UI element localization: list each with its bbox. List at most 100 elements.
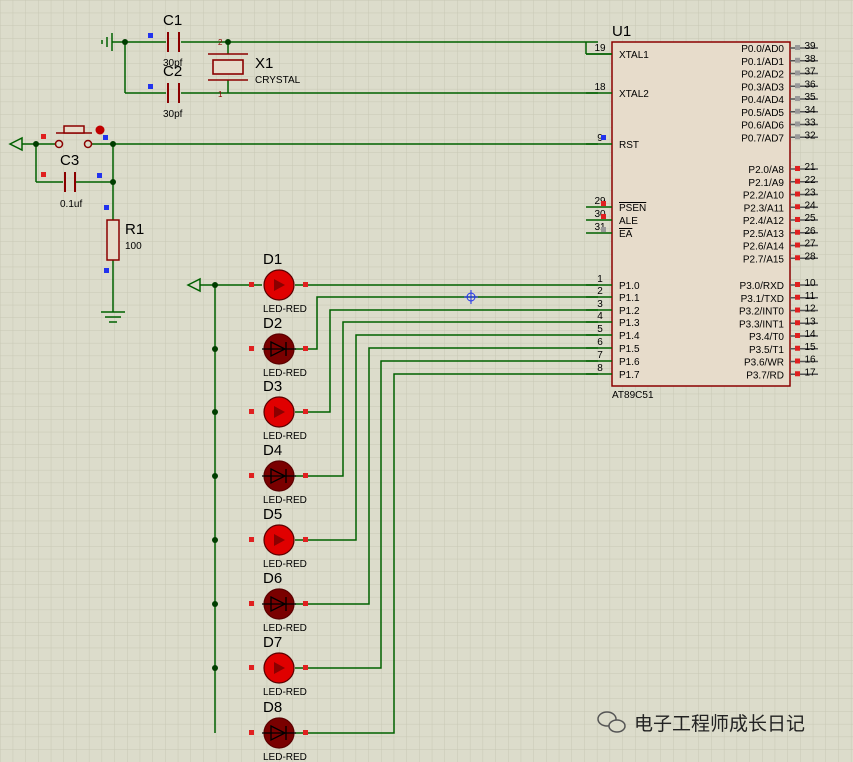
- pin-number: 11: [805, 291, 816, 302]
- pin-number: 38: [804, 54, 816, 65]
- c1-value: 30pf: [163, 58, 183, 69]
- pin-number: 34: [804, 105, 816, 116]
- pin-name: P2.2/A10: [743, 191, 785, 202]
- c1-label: C1: [163, 12, 182, 29]
- pin-number: 6: [597, 337, 603, 348]
- pin-markers: [41, 33, 153, 273]
- chip-pin-left: 1P1.0: [586, 274, 640, 292]
- reset-button[interactable]: [54, 125, 93, 149]
- led-value-label: LED-RED: [263, 368, 307, 379]
- chip-pin-left: 2P1.1: [586, 286, 640, 304]
- pin-name: EA: [619, 229, 633, 240]
- pin-number: 4: [597, 311, 603, 322]
- led-layer: D1LED-REDD2LED-REDD3LED-REDD4LED-REDD5LE…: [249, 251, 308, 762]
- capacitor-c1: [167, 32, 180, 52]
- pin-name: P1.3: [619, 318, 640, 329]
- capacitor-c2: [167, 83, 180, 103]
- pin-name: P1.7: [619, 370, 640, 381]
- chip-pin-right: P3.2/INT0 12: [739, 304, 818, 318]
- pin-number: 17: [804, 367, 816, 378]
- pin-name: ALE: [619, 216, 638, 227]
- pin-number: 35: [804, 92, 816, 103]
- chip-pin-right: P3.5/T1 15: [749, 342, 818, 356]
- led-ref-label: D4: [263, 442, 282, 459]
- led-ref-label: D6: [263, 570, 282, 587]
- pin-name: P0.7/AD7: [741, 133, 784, 144]
- pin-number: 2: [597, 286, 603, 297]
- reset-button-indicator[interactable]: [95, 125, 105, 135]
- capacitor-c3: [64, 172, 76, 192]
- pin-name: XTAL2: [619, 89, 649, 100]
- pin-number: 18: [594, 82, 606, 93]
- chip-pin-right: P0.7/AD7 32: [741, 130, 818, 144]
- pin-number: 26: [804, 226, 816, 237]
- pin-number: 21: [804, 162, 816, 173]
- pin-number: 27: [804, 239, 816, 250]
- ground-symbol-reset: [101, 311, 125, 323]
- pin-number: 1: [597, 274, 603, 285]
- c2-label: C2: [163, 63, 182, 80]
- led-value-label: LED-RED: [263, 752, 307, 762]
- pin-name: P3.7/RD: [746, 370, 784, 381]
- pin-name: P0.5/AD5: [741, 108, 784, 119]
- chip-pin-right: P3.1/TXD 11: [741, 291, 818, 305]
- chip-pin-left: 4P1.3: [586, 311, 640, 329]
- pin-number: 12: [804, 304, 816, 315]
- rst-pin-marker: [601, 135, 606, 140]
- pin-name: PSEN: [619, 203, 646, 214]
- pin-name: P3.2/INT0: [739, 307, 784, 318]
- pin-name: P2.4/A12: [743, 216, 785, 227]
- pin-name: P3.1/TXD: [741, 294, 784, 305]
- pin-number: 19: [594, 43, 606, 54]
- pin-number: 22: [804, 175, 816, 186]
- led-value-label: LED-RED: [263, 304, 307, 315]
- led-value-label: LED-RED: [263, 431, 307, 442]
- pin-number: 32: [804, 130, 816, 141]
- pin-number: 39: [804, 41, 816, 52]
- pin-number: 30: [594, 209, 606, 220]
- led-ref-label: D3: [263, 378, 282, 395]
- pin-number: 5: [597, 324, 603, 335]
- pin-number: 13: [804, 316, 816, 327]
- pin-name: P2.0/A8: [748, 165, 784, 176]
- led-ref-label: D1: [263, 251, 282, 268]
- r1-label: R1: [125, 221, 144, 238]
- pin-name: P0.1/AD1: [741, 57, 784, 68]
- chip-pin-right: P0.1/AD1 38: [741, 54, 818, 68]
- reset-circuit: [22, 143, 598, 312]
- x1-pin2-mark: 2: [218, 38, 223, 47]
- pin-name: P3.0/RXD: [740, 281, 784, 292]
- pin-number: 15: [804, 342, 816, 353]
- chip-pin-right: P2.0/A8 21: [748, 162, 818, 176]
- resistor-r1: [106, 219, 120, 261]
- led-bus-wires: [200, 284, 598, 734]
- pin-name: P3.5/T1: [749, 345, 784, 356]
- pin-name: P3.6/WR: [744, 358, 784, 369]
- crystal-x1: [208, 53, 248, 81]
- pin-number: 24: [804, 200, 816, 211]
